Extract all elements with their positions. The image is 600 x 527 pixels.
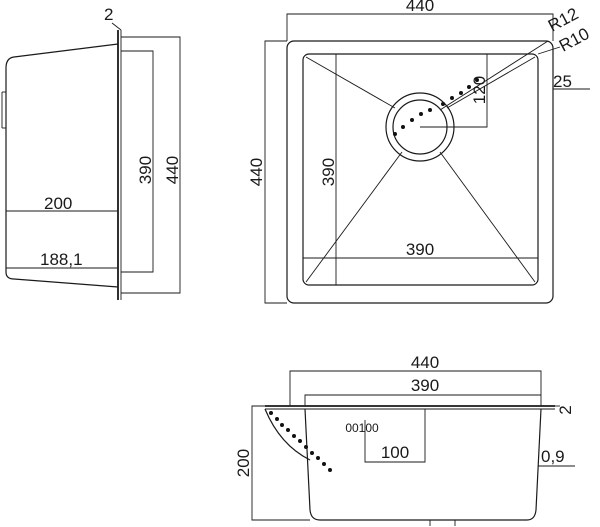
side-view-thickness-leader: [111, 22, 122, 31]
top-view-outer-height-label: 440: [247, 158, 266, 186]
front-view-depth-dim: [251, 405, 310, 521]
hatch-dot: [280, 423, 284, 427]
hatch-dot: [298, 439, 302, 443]
hatch-dot: [292, 434, 296, 438]
hatch-dot: [316, 456, 320, 460]
hatch-dot: [419, 112, 423, 116]
hatch-dot: [322, 462, 326, 466]
hatch-dot: [275, 417, 279, 421]
hatch-dot: [450, 96, 454, 100]
top-view-diag-bl: [305, 151, 403, 283]
hatch-dot: [459, 91, 463, 95]
top-view-bowl: [302, 53, 539, 286]
front-view-drain-label: 100: [381, 443, 409, 462]
front-view-bowl-outline: [304, 408, 542, 521]
hatch-dot: [467, 85, 471, 89]
side-view-inner-height-label: 390: [136, 156, 155, 184]
front-view-hatch-dots: [269, 411, 332, 472]
hatch-dot: [328, 468, 332, 472]
side-view-inner-height-dim: [121, 50, 154, 273]
top-view-drain-offset-dim: [420, 54, 488, 128]
front-view-outer-width-dim: [289, 370, 542, 406]
top-view-diag-tr: [446, 56, 536, 109]
top-view-drain-offset-label: 120: [470, 76, 489, 104]
top-view-inner-width-label: 390: [406, 240, 434, 259]
hatch-dot: [441, 102, 445, 106]
top-view-inner-height-label: 390: [319, 158, 338, 186]
top-view-outer-height-dim: [264, 40, 287, 304]
hatch-dot: [401, 125, 405, 129]
top-view-hatch-dots: [393, 78, 479, 136]
hatch-dot: [269, 411, 273, 415]
front-view-marking-label: 00100: [345, 421, 379, 435]
side-view-outer-height-label: 440: [163, 156, 182, 184]
side-view-depth-label: 200: [44, 194, 72, 213]
side-view-inner-depth-label: 188,1: [40, 250, 83, 269]
top-view-rim-label: 25: [553, 72, 572, 91]
hatch-dot: [393, 132, 397, 136]
top-view-outer-width-dim: [286, 13, 554, 41]
top-view-radius-leader: [439, 40, 549, 111]
hatch-dot: [428, 108, 432, 112]
front-view-drain-arc: [264, 408, 311, 461]
side-view-bowl-outline: [5, 43, 119, 288]
hatch-dot: [286, 428, 290, 432]
top-view-diag-br: [439, 151, 536, 283]
front-view: 440 390 200 100 2 0,9 00100: [234, 353, 575, 526]
front-view-inner-width-dim: [304, 394, 541, 406]
hatch-dot: [310, 451, 314, 455]
hatch-dot: [304, 445, 308, 449]
top-view: 440 440 390 390 25 120 R12 R10: [247, 0, 592, 304]
front-view-outer-width-label: 440: [411, 353, 439, 372]
hatch-dot: [475, 78, 479, 82]
side-view-outer-height-dim: [121, 36, 181, 294]
side-view: 2 200 188,1 390 440: [1, 5, 182, 300]
top-view-radius-leader-2: [537, 46, 561, 55]
front-view-thickness-label: 2: [556, 405, 575, 414]
top-view-outer-width-label: 440: [406, 0, 434, 15]
front-view-wall-label: 0,9: [541, 447, 565, 466]
front-view-drain-dim: [364, 409, 426, 463]
top-view-diag-tl: [305, 56, 396, 109]
side-view-thickness-label: 2: [104, 5, 113, 24]
top-view-outer-rim: [286, 40, 554, 304]
front-view-inner-width-label: 390: [411, 376, 439, 395]
hatch-dot: [410, 118, 414, 122]
front-view-depth-label: 200: [234, 449, 253, 477]
